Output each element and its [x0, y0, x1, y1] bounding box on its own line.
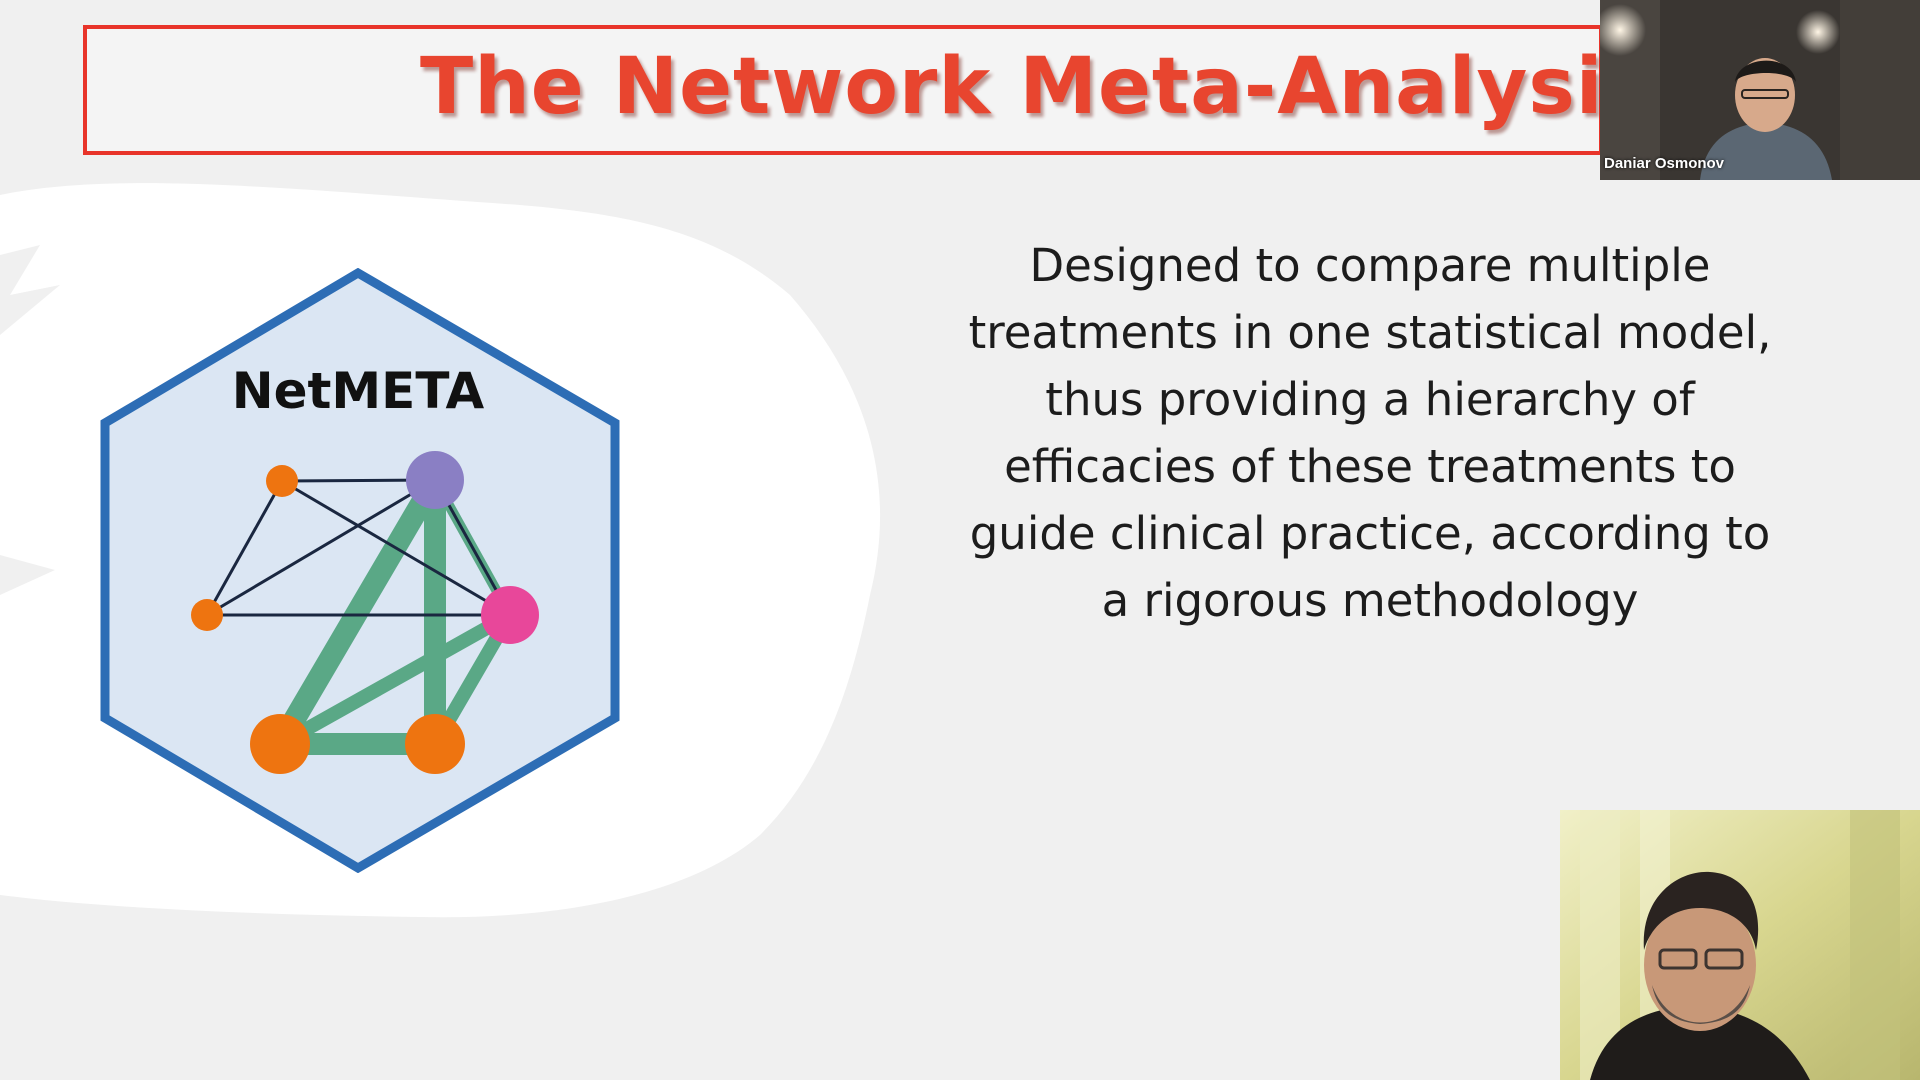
network-nodes	[191, 451, 539, 774]
body-line: Designed to compare multiple	[1029, 239, 1711, 292]
participant-video-tile[interactable]: Daniar Osmonov	[1600, 0, 1920, 180]
person-video-icon	[1560, 810, 1920, 1080]
node-pink	[481, 586, 539, 644]
slide-title: The Network Meta-Analysis	[420, 42, 1651, 132]
node-purple	[406, 451, 464, 509]
title-frame	[83, 25, 1603, 155]
node-orange-small	[191, 599, 223, 631]
node-orange-large	[250, 714, 310, 774]
hex-outline	[100, 268, 620, 873]
slide-body-text: Designed to compare multiple treatments …	[930, 232, 1810, 634]
body-line: guide clinical practice, according to	[969, 507, 1771, 560]
body-line: a rigorous methodology	[1101, 574, 1639, 627]
body-line: thus providing a hierarchy of	[1045, 373, 1695, 426]
netmeta-hex-logo: NetMETA	[100, 268, 620, 873]
participant-video-tile[interactable]	[1560, 810, 1920, 1080]
logo-label: NetMETA	[232, 362, 485, 420]
body-line: efficacies of these treatments to	[1004, 440, 1736, 493]
node-orange-large	[405, 714, 465, 774]
person-video-icon	[1600, 0, 1920, 180]
participant-name: Daniar Osmonov	[1604, 155, 1725, 172]
node-orange-small	[266, 465, 298, 497]
body-line: treatments in one statistical model,	[968, 306, 1772, 359]
